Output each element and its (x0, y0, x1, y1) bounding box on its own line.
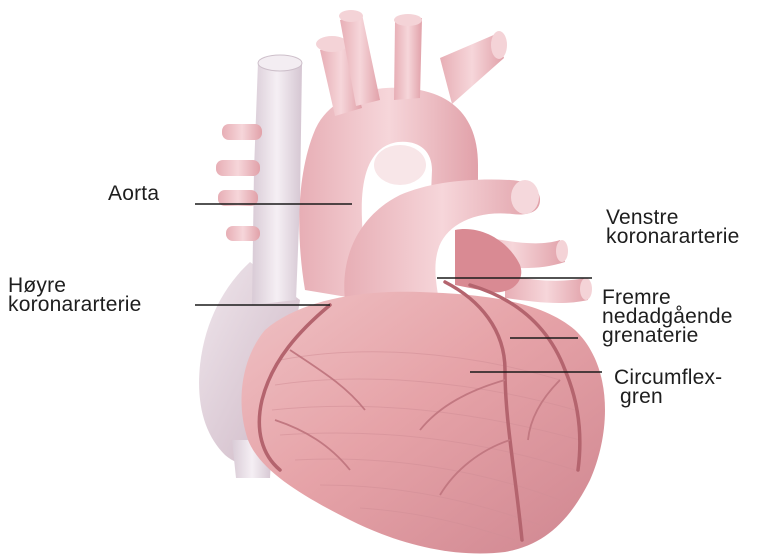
ventricles (241, 292, 604, 554)
label-left-coronary-artery: Venstre koronararterie (606, 208, 740, 246)
superior-vena-cava (252, 58, 302, 305)
label-circumflex-branch: Circumflex- gren (614, 368, 722, 406)
label-anterior-descending-branch: Fremre nedadgående grenaterie (602, 288, 733, 345)
left-atrium (455, 229, 521, 292)
label-aorta: Aorta (108, 184, 159, 203)
label-right-coronary-artery: Høyre koronararterie (8, 276, 142, 314)
